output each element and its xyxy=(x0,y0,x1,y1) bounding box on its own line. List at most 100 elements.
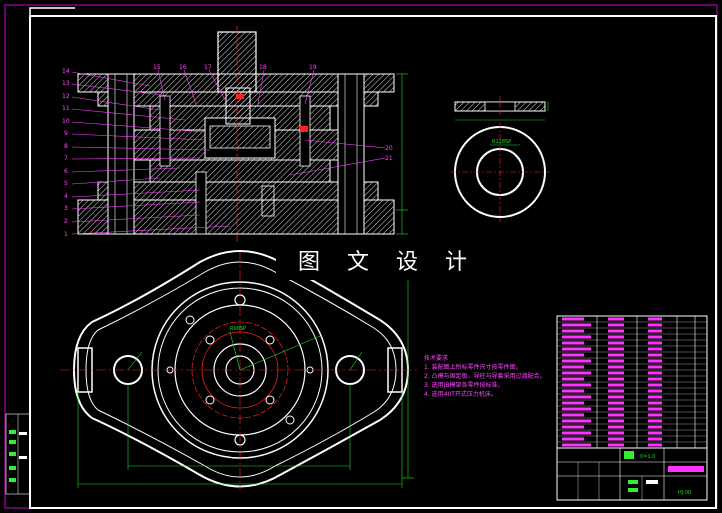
parts-list-cell-mark xyxy=(648,341,662,345)
parts-list-cell-mark xyxy=(648,413,662,417)
parts-list-cell-mark xyxy=(608,377,624,381)
parts-list-cell-mark xyxy=(648,323,662,327)
drawing-number: HJ-00 xyxy=(678,490,691,496)
parts-list-cell-mark xyxy=(562,413,584,417)
inner-frame xyxy=(29,15,717,509)
parts-list-cell-mark xyxy=(608,407,624,411)
parts-list-cell-mark xyxy=(648,431,662,435)
parts-list-cell-mark xyxy=(608,395,624,399)
part-number: 21 xyxy=(385,155,393,162)
parts-list-cell-mark xyxy=(562,389,584,393)
parts-list-cell-mark xyxy=(562,407,591,411)
parts-list-cell-mark xyxy=(562,329,584,333)
part-number: 8 xyxy=(64,143,68,150)
parts-list-cell-mark xyxy=(648,383,662,387)
part-number: 10 xyxy=(62,118,70,125)
part-number: 1 xyxy=(64,231,68,238)
section-view xyxy=(77,26,395,242)
parts-list-cell-mark xyxy=(608,365,624,369)
part-number: 6 xyxy=(64,168,68,175)
parts-list-cell-mark xyxy=(648,443,662,447)
part-number: 7 xyxy=(64,155,68,162)
parts-list-cell-mark xyxy=(608,347,624,351)
parts-list-cell-mark xyxy=(608,431,624,435)
tech-note-line: 1. 装配图上所标零件尺寸按零件图。 xyxy=(424,363,522,371)
parts-list-cell-mark xyxy=(648,437,662,441)
parts-list-cell-mark xyxy=(608,323,624,327)
section-dimension xyxy=(396,73,408,235)
parts-list-cell-mark xyxy=(608,317,624,321)
parts-list-cell-mark xyxy=(608,359,624,363)
part-number: 14 xyxy=(62,68,70,75)
radius-label: R90SP xyxy=(230,326,246,332)
parts-list-cell-mark xyxy=(648,371,662,375)
parts-list-cell-mark xyxy=(648,377,662,381)
scale-label: 0=1.0 xyxy=(640,454,655,460)
parts-list-cell-mark xyxy=(648,365,662,369)
tech-notes: 技术要求 1. 装配图上所标零件尺寸按零件图。 2. 凸模与固定板、导柱与导套采… xyxy=(424,354,546,398)
parts-list-cell-mark xyxy=(608,335,624,339)
parts-list-cell-mark xyxy=(562,317,584,321)
part-number: 4 xyxy=(64,193,68,200)
parts-list-cell-mark xyxy=(648,395,662,399)
part-number: 12 xyxy=(62,93,70,100)
title-block: 0=1.0 HJ-00 xyxy=(556,447,708,501)
part-number: 18 xyxy=(259,64,267,71)
part-number: 20 xyxy=(385,145,393,152)
parts-list-cell-mark xyxy=(562,365,584,369)
left-part-numbers: 14 13 12 11 10 9 8 7 6 5 4 3 2 1 xyxy=(62,68,70,238)
parts-list-cell-mark xyxy=(562,401,584,405)
parts-list-cell-mark xyxy=(562,377,584,381)
parts-list-cell-mark xyxy=(562,419,591,423)
top-part-numbers: 15 16 17 18 19 20 21 xyxy=(153,64,393,162)
parts-list-cell-mark xyxy=(562,353,584,357)
parts-list-cell-mark xyxy=(648,401,662,405)
tech-note-line: 4. 选用40T开式压力机床。 xyxy=(424,390,497,398)
parts-list-cell-mark xyxy=(608,383,624,387)
tech-notes-title: 技术要求 xyxy=(424,354,448,362)
tech-note-line: 2. 凸模与固定板、导柱与导套采用过渡配合。 xyxy=(424,372,546,380)
plan-view: R90SP xyxy=(60,250,420,490)
parts-list-cell-mark xyxy=(648,353,662,357)
parts-list-cell-mark xyxy=(608,341,624,345)
parts-list-cell-mark xyxy=(608,329,624,333)
plan-dimensions xyxy=(77,261,414,488)
parts-list-cell-mark xyxy=(562,371,591,375)
parts-list-cell-mark xyxy=(608,413,624,417)
part-number: 16 xyxy=(179,64,187,71)
parts-list-cell-mark xyxy=(562,341,584,345)
left-leaders xyxy=(71,71,231,235)
parts-list-cell-mark xyxy=(562,431,591,435)
parts-list-cell-mark xyxy=(608,437,624,441)
parts-list-cell-mark xyxy=(562,323,591,327)
part-number: 11 xyxy=(62,105,70,112)
top-leaders xyxy=(157,69,386,176)
parts-list-cell-mark xyxy=(648,335,662,339)
radius-label: R118SP xyxy=(492,139,511,145)
parts-list-cell-mark xyxy=(648,359,662,363)
parts-list-cell-mark xyxy=(648,389,662,393)
parts-list-cell-mark xyxy=(648,317,662,321)
parts-list-cell-mark xyxy=(562,347,591,351)
parts-list-cell-mark xyxy=(648,425,662,429)
part-number: 17 xyxy=(204,64,212,71)
parts-list xyxy=(556,315,708,449)
part-number: 19 xyxy=(309,64,317,71)
parts-list-cell-mark xyxy=(562,443,591,447)
part-side-view xyxy=(454,96,549,121)
parts-list-cell-mark xyxy=(608,419,624,423)
parts-list-cell-mark xyxy=(608,371,624,375)
parts-list-cell-mark xyxy=(648,347,662,351)
parts-list-cell-mark xyxy=(608,389,624,393)
parts-list-cell-mark xyxy=(608,443,624,447)
tech-note-line: 3. 选用JB模架各零件按标准。 xyxy=(424,381,504,389)
part-number: 5 xyxy=(64,180,68,187)
part-number: 15 xyxy=(153,64,161,71)
parts-list-cell-mark xyxy=(562,383,591,387)
part-number: 3 xyxy=(64,205,68,212)
parts-list-cell-mark xyxy=(562,335,591,339)
part-number: 9 xyxy=(64,130,68,137)
parts-list-cell-mark xyxy=(648,419,662,423)
